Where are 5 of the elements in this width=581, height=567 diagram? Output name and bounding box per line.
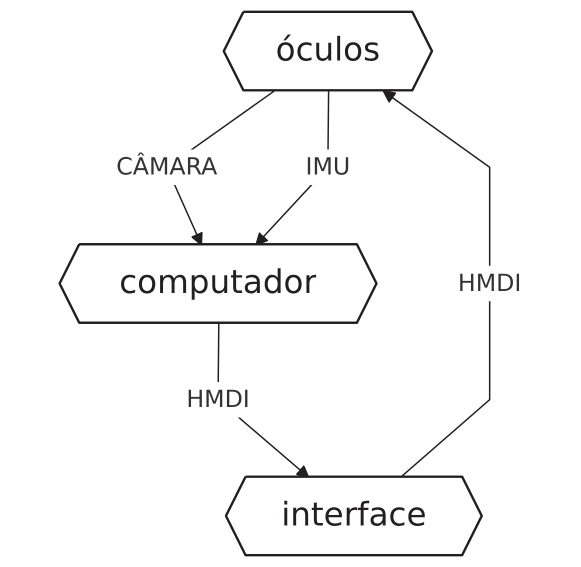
edge-label: HMDI — [186, 384, 250, 414]
arrow — [382, 90, 490, 478]
edge-label: HMDI — [458, 268, 522, 297]
edge-label: IMU — [305, 152, 350, 181]
edge-label: CÂMARA — [116, 152, 218, 181]
